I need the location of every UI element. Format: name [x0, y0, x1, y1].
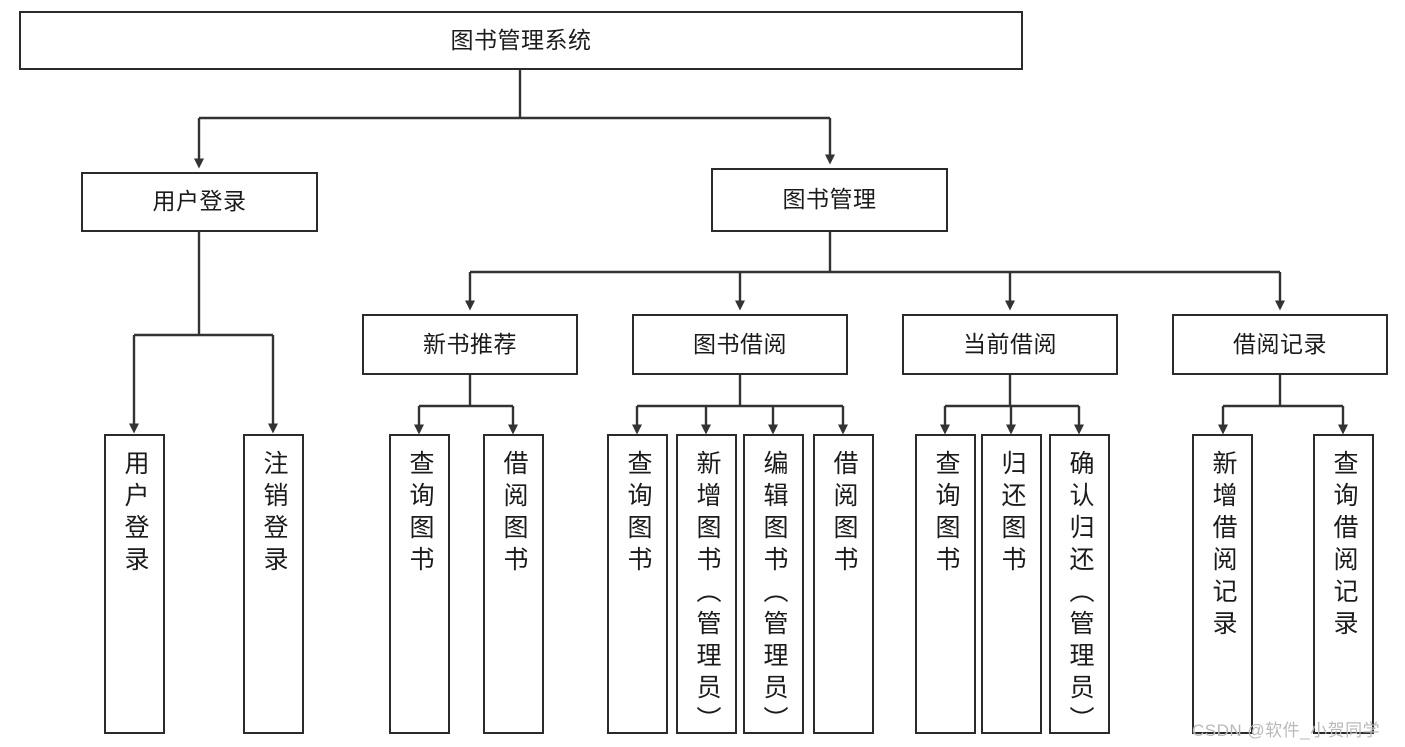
leaf-confirm-return[interactable]: 确认归还（管理员）: [1049, 434, 1110, 738]
node-label: 注销登录: [260, 450, 288, 578]
node-label: 查询图书: [624, 450, 652, 578]
node-label: 归还图书: [998, 450, 1026, 578]
node-root-system[interactable]: 图书管理系统: [19, 11, 1023, 70]
node-label: 图书管理: [782, 186, 877, 213]
leaf-borrow-book-1[interactable]: 借阅图书: [483, 434, 544, 734]
node-label: 新增借阅记录: [1209, 450, 1237, 642]
node-label: 用户登录: [121, 450, 149, 578]
node-user-login[interactable]: 用户登录: [81, 172, 318, 232]
leaf-user-login[interactable]: 用户登录: [104, 434, 165, 734]
node-borrow-record[interactable]: 借阅记录: [1172, 314, 1388, 375]
node-label: 查询借阅记录: [1330, 450, 1358, 642]
node-label: 编辑图书（管理员）: [760, 450, 788, 738]
leaf-borrow-book-2[interactable]: 借阅图书: [813, 434, 874, 734]
node-label: 借阅图书: [830, 450, 858, 578]
node-new-book-rec[interactable]: 新书推荐: [362, 314, 578, 375]
node-label: 借阅记录: [1233, 330, 1327, 357]
node-label: 新增图书（管理员）: [693, 450, 721, 738]
node-book-manage[interactable]: 图书管理: [711, 168, 948, 232]
leaf-edit-book[interactable]: 编辑图书（管理员）: [743, 434, 804, 738]
leaf-query-book-2[interactable]: 查询图书: [607, 434, 668, 734]
watermark: CSDN @软件_小贺同学: [1192, 721, 1381, 740]
leaf-add-record[interactable]: 新增借阅记录: [1192, 434, 1253, 734]
node-label: 查询图书: [932, 450, 960, 578]
leaf-query-book-1[interactable]: 查询图书: [389, 434, 450, 734]
leaf-query-book-3[interactable]: 查询图书: [915, 434, 976, 734]
node-label: 确认归还（管理员）: [1066, 450, 1094, 738]
node-label: 用户登录: [152, 188, 247, 215]
node-label: 借阅图书: [500, 450, 528, 578]
leaf-query-record[interactable]: 查询借阅记录: [1313, 434, 1374, 734]
node-label: 查询图书: [406, 450, 434, 578]
leaf-add-book[interactable]: 新增图书（管理员）: [676, 434, 737, 738]
node-label: 图书借阅: [693, 330, 787, 357]
leaf-return-book[interactable]: 归还图书: [981, 434, 1042, 734]
node-label: 当前借阅: [963, 330, 1057, 357]
node-label: 新书推荐: [423, 330, 517, 357]
node-current-borrow[interactable]: 当前借阅: [902, 314, 1118, 375]
node-book-borrow[interactable]: 图书借阅: [632, 314, 848, 375]
leaf-logout[interactable]: 注销登录: [243, 434, 304, 734]
node-label: 图书管理系统: [450, 26, 592, 53]
